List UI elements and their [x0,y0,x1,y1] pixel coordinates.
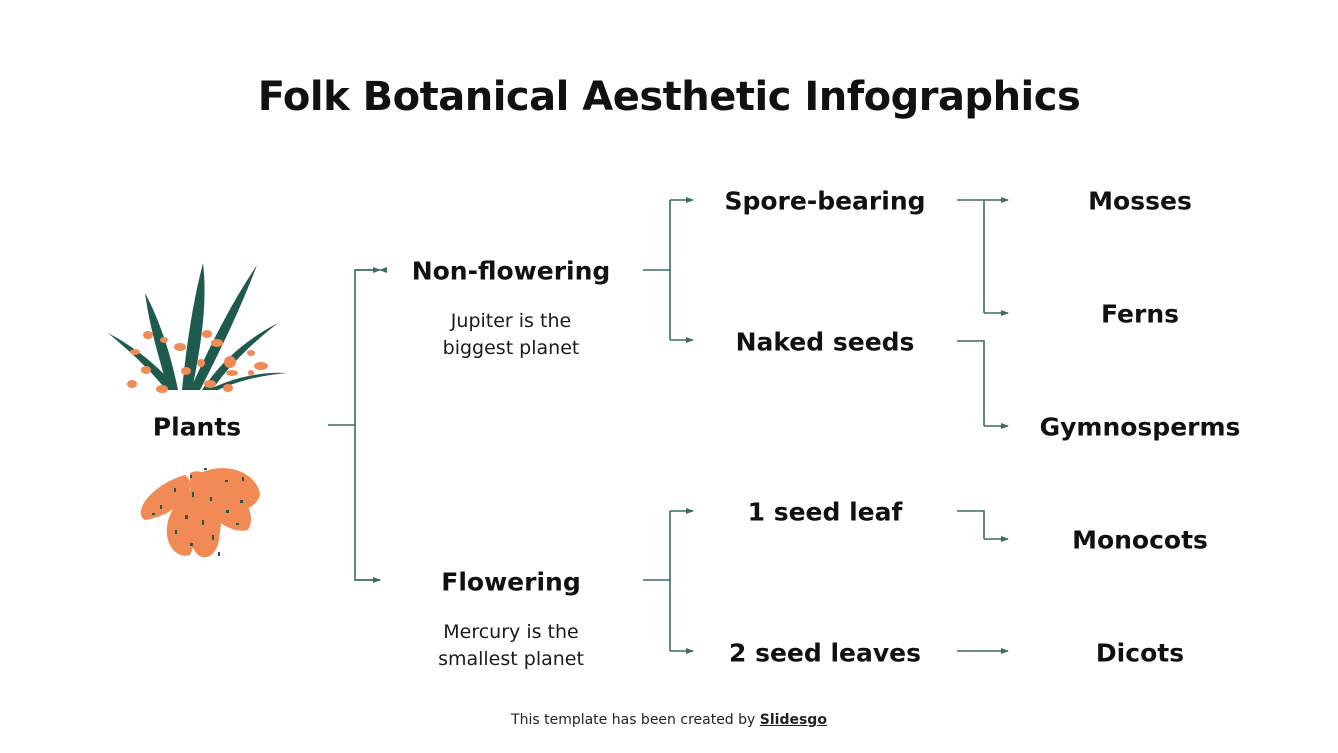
node-one-seed-leaf: 1 seed leaf [747,497,903,527]
green-leaves-illustration [108,263,288,393]
node-spore-bearing: Spore-bearing [724,186,926,216]
node-dicots: Dicots [1095,638,1185,668]
non-flowering-description: Jupiter is the biggest planet [442,310,580,359]
node-plants: Plants [152,412,242,442]
node-non-flowering: Non-flowering [411,256,611,286]
node-naked-seeds: Naked seeds [735,327,915,357]
node-gymnosperms: Gymnosperms [1039,412,1241,442]
node-flowering: Flowering [441,567,581,597]
flowering-description: Mercury is the smallest planet [438,621,584,670]
footer-credit: This template has been created by Slides… [511,712,827,728]
node-mosses: Mosses [1088,186,1192,216]
node-ferns: Ferns [1100,299,1180,329]
orange-leaves-illustration [140,468,260,558]
node-monocots: Monocots [1072,525,1208,555]
node-two-seed-leaves: 2 seed leaves [728,638,922,668]
slidesgo-link[interactable]: Slidesgo [759,712,827,728]
page-title: Folk Botanical Aesthetic Infographics [257,74,1081,120]
